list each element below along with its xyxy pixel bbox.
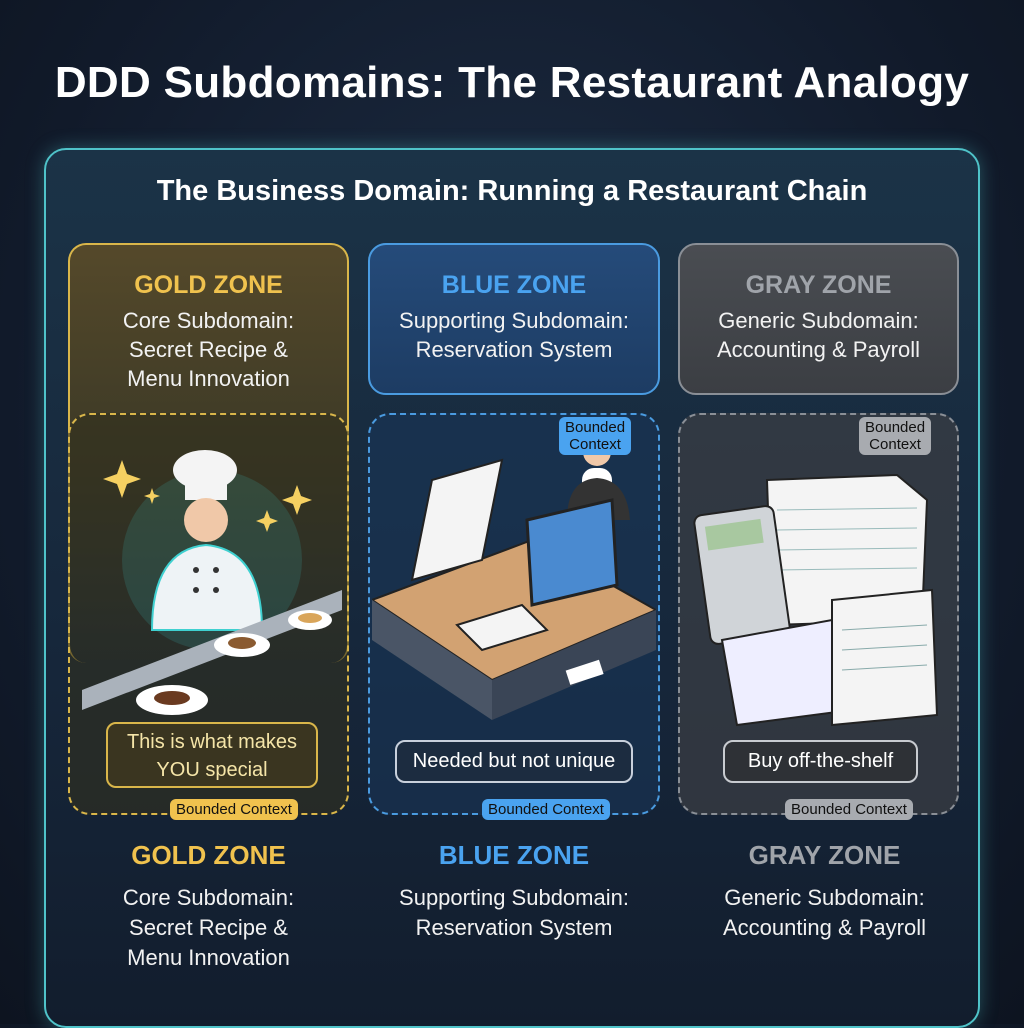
tag-line: Bounded (865, 419, 926, 436)
page-title: DDD Subdomains: The Restaurant Analogy (54, 58, 970, 107)
summary-line: Secret Recipe & (129, 915, 288, 940)
gold-zone-desc-3: Menu Innovation (127, 366, 290, 391)
gold-zone-desc-2: Secret Recipe & (129, 337, 288, 362)
summary-line: Menu Innovation (127, 945, 290, 970)
accounting-illustration (693, 473, 939, 727)
gray-zone-card: GRAY ZONE Generic Subdomain: Accounting … (678, 243, 959, 395)
gold-zone-desc-1: Core Subdomain: (122, 308, 295, 333)
gray-zone-summary: GRAY ZONE Generic Subdomain: Accounting … (684, 840, 965, 943)
gray-caption: Buy off-the-shelf (723, 740, 918, 783)
calendar-icon (410, 458, 504, 582)
summary-line: Core Subdomain: (122, 885, 295, 910)
tag-line: Context (869, 436, 921, 453)
tag-line: Context (569, 436, 621, 453)
sparkle-icon (103, 460, 312, 532)
blue-zone-title: BLUE ZONE (441, 271, 587, 299)
caption-line: This is what makes (126, 731, 298, 753)
gold-zone-summary: GOLD ZONE Core Subdomain: Secret Recipe … (68, 840, 349, 973)
gray-zone-desc-1: Generic Subdomain: (718, 308, 919, 333)
gray-zone-label: GRAY ZONE (748, 840, 901, 870)
domain-title: The Business Domain: Running a Restauran… (156, 175, 868, 207)
gold-zone-title: GOLD ZONE (134, 271, 283, 299)
caption-line: YOU special (156, 759, 268, 781)
monitor-icon (525, 498, 619, 607)
summary-line: Reservation System (415, 915, 613, 940)
reservation-desk-illustration (372, 440, 656, 720)
gold-caption: This is what makes YOU special (106, 722, 318, 788)
blue-zone-card: BLUE ZONE Supporting Subdomain: Reservat… (368, 243, 660, 395)
summary-line: Generic Subdomain: (724, 885, 925, 910)
gray-zone-desc-2: Accounting & Payroll (717, 337, 920, 362)
blue-zone-label: BLUE ZONE (438, 840, 590, 870)
blue-zone-desc-1: Supporting Subdomain: (399, 308, 629, 333)
gold-zone-label: GOLD ZONE (131, 840, 286, 870)
blue-zone-desc-2: Reservation System (415, 337, 613, 362)
gray-bounded-context-tag: Bounded Context (785, 799, 913, 820)
blue-bounded-context-tag: Bounded Context (482, 799, 610, 820)
gray-zone-title: GRAY ZONE (745, 271, 892, 299)
blue-caption: Needed but not unique (395, 740, 633, 783)
gold-bounded-context-tag: Bounded Context (170, 799, 298, 820)
summary-line: Supporting Subdomain: (399, 885, 629, 910)
chef-illustration (82, 450, 342, 715)
blue-zone-summary: BLUE ZONE Supporting Subdomain: Reservat… (368, 840, 660, 943)
tag-line: Bounded (565, 419, 626, 436)
summary-line: Accounting & Payroll (723, 915, 926, 940)
